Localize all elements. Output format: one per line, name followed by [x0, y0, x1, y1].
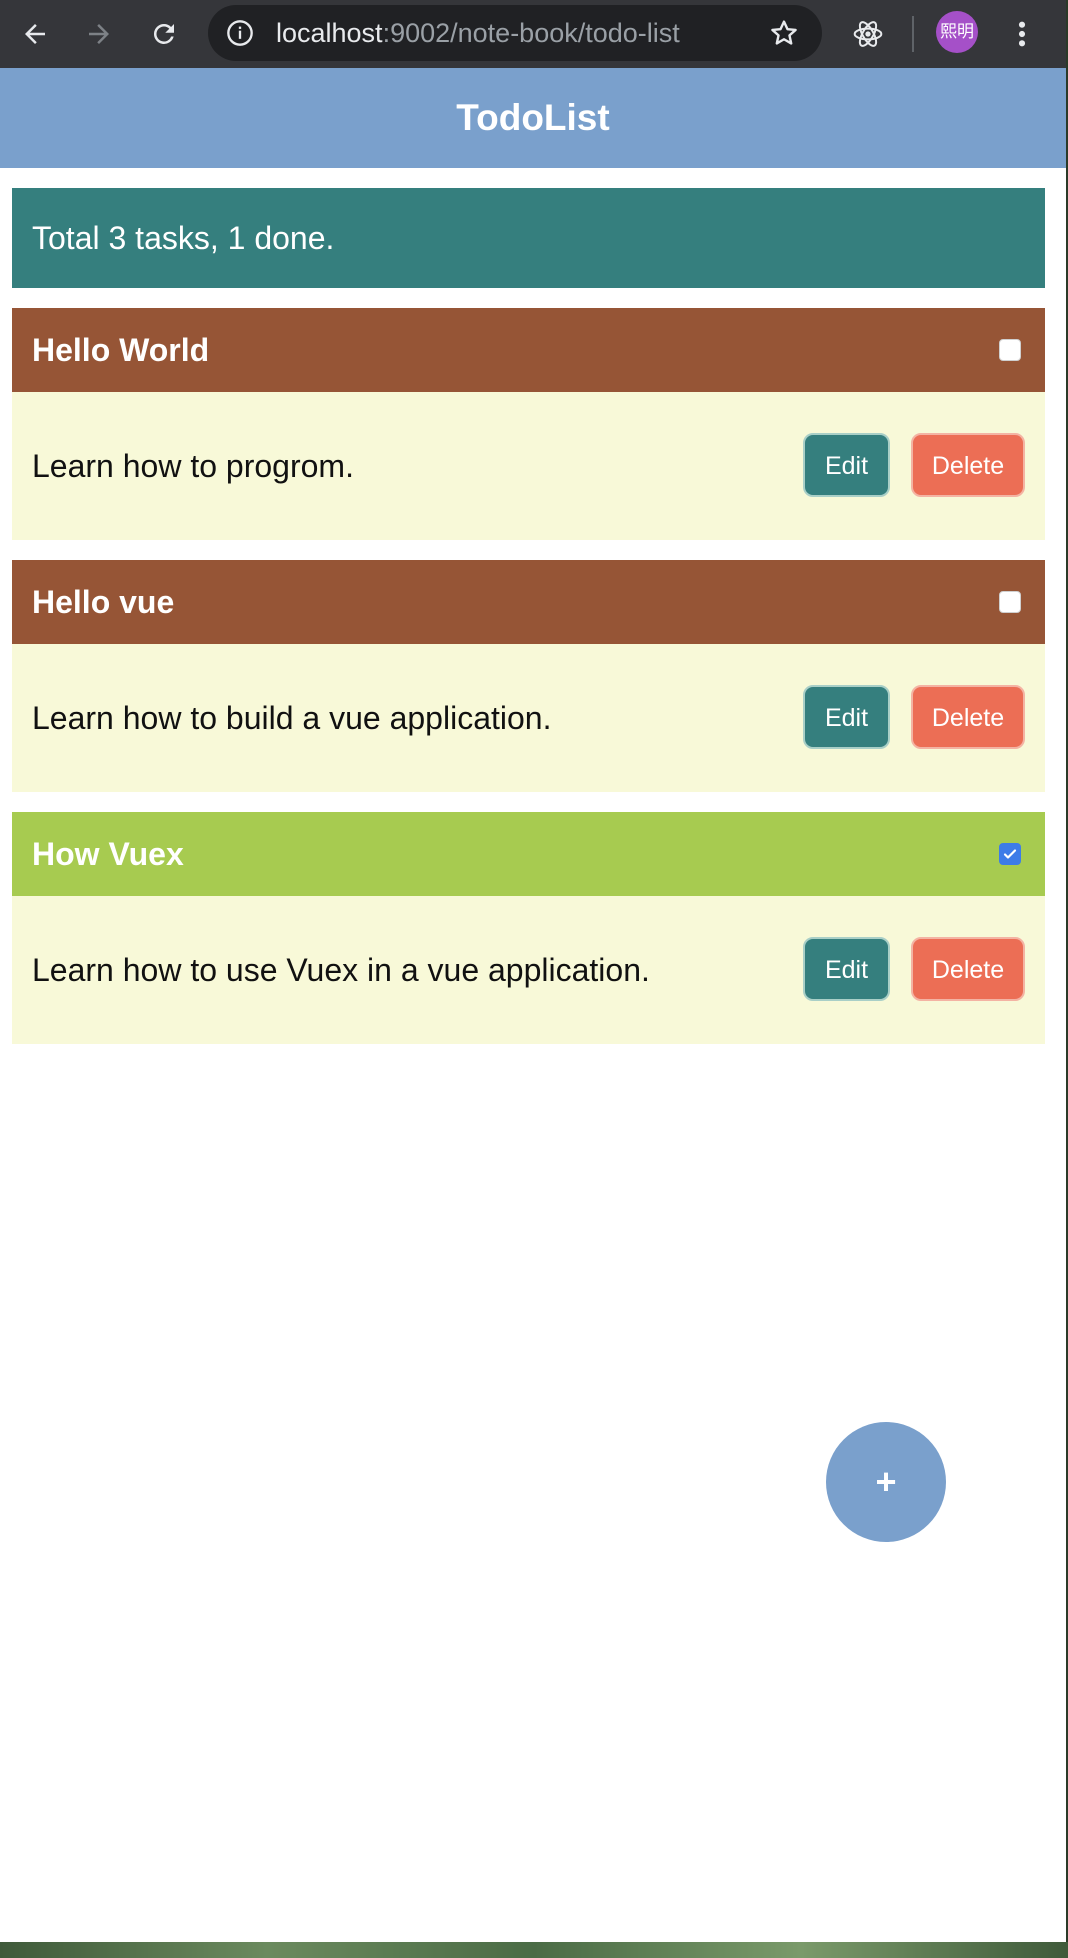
- task-title: How Vuex: [32, 836, 184, 872]
- url-host: localhost: [276, 18, 383, 48]
- page-title: TodoList: [0, 68, 1066, 168]
- task-description: Learn how to progrom.: [32, 448, 354, 484]
- task-description: Learn how to build a vue application.: [32, 700, 552, 736]
- edit-button[interactable]: Edit: [803, 433, 890, 497]
- task-done-checkbox[interactable]: [999, 339, 1021, 361]
- toolbar-separator: [912, 16, 914, 52]
- browser-toolbar: localhost:9002/note-book/todo-list 熙明: [0, 0, 1066, 68]
- react-devtools-icon[interactable]: [844, 10, 892, 58]
- delete-button[interactable]: Delete: [911, 433, 1025, 497]
- task-header: Hello World: [12, 308, 1045, 392]
- task-title: Hello World: [32, 332, 210, 368]
- forward-arrow-icon[interactable]: [75, 10, 123, 58]
- task-title: Hello vue: [32, 584, 175, 620]
- task-header: How Vuex: [12, 812, 1045, 896]
- task-card: Hello vue Learn how to build a vue appli…: [12, 560, 1045, 792]
- edit-button[interactable]: Edit: [803, 685, 890, 749]
- url-path: :9002/note-book/todo-list: [382, 18, 680, 48]
- desktop-background: [0, 1942, 1068, 1958]
- task-body: Learn how to use Vuex in a vue applicati…: [12, 896, 1045, 1044]
- task-done-checkbox[interactable]: [999, 843, 1021, 865]
- task-body: Learn how to progrom. Edit Delete: [12, 392, 1045, 540]
- star-icon[interactable]: [768, 17, 800, 49]
- delete-button[interactable]: Delete: [911, 937, 1025, 1001]
- task-header: Hello vue: [12, 560, 1045, 644]
- kebab-menu-icon[interactable]: [998, 10, 1046, 58]
- reload-icon[interactable]: [140, 10, 188, 58]
- task-done-checkbox[interactable]: [999, 591, 1021, 613]
- task-card: How Vuex Learn how to use Vuex in a vue …: [12, 812, 1045, 1044]
- checkmark-icon: [1003, 849, 1017, 859]
- url-text[interactable]: localhost:9002/note-book/todo-list: [276, 5, 680, 61]
- edit-button[interactable]: Edit: [803, 937, 890, 1001]
- desktop-edge: [1066, 0, 1068, 1958]
- delete-button[interactable]: Delete: [911, 685, 1025, 749]
- address-bar[interactable]: localhost:9002/note-book/todo-list: [208, 5, 822, 61]
- avatar[interactable]: 熙明: [936, 11, 978, 53]
- add-task-button[interactable]: +: [826, 1422, 946, 1542]
- task-body: Learn how to build a vue application. Ed…: [12, 644, 1045, 792]
- back-arrow-icon[interactable]: [11, 10, 59, 58]
- task-card: Hello World Learn how to progrom. Edit D…: [12, 308, 1045, 540]
- info-icon[interactable]: [226, 19, 254, 47]
- task-summary: Total 3 tasks, 1 done.: [12, 188, 1045, 288]
- task-description: Learn how to use Vuex in a vue applicati…: [32, 952, 650, 988]
